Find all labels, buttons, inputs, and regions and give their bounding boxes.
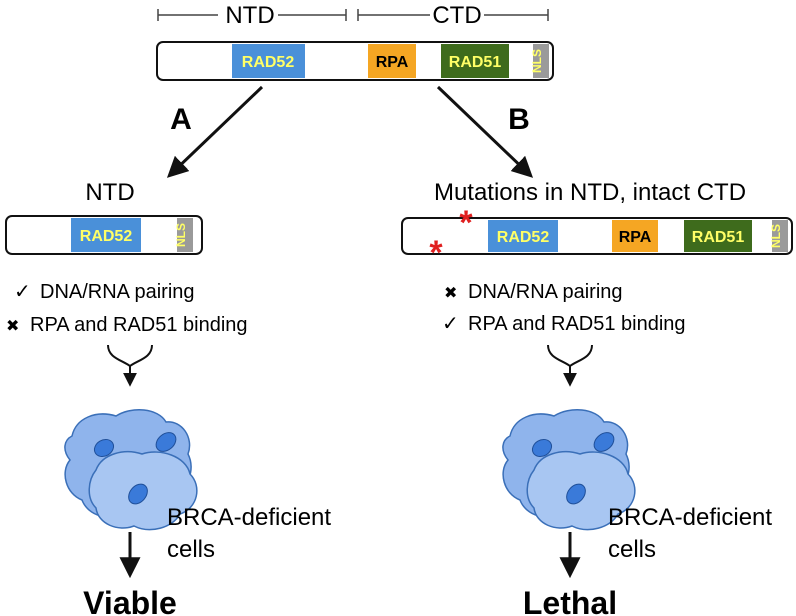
mutant-rad51-domain [684,220,752,252]
mutant-nls-domain [772,220,788,252]
mutant-rad52-domain [488,220,558,252]
left-cells-label-line1: BRCA-deficient [167,504,331,531]
ntd-rad52-label: RAD52 [80,228,133,245]
right-check-mark-2: ✓ [442,313,459,335]
ntd-ctd-ruler: NTD CTD [157,2,549,29]
ntd-header-label: NTD [225,2,274,29]
nls-domain [533,44,549,78]
rad51-domain-label: RAD51 [449,54,502,71]
mutant-rad52-label: RAD52 [497,229,550,246]
right-check-text-1: DNA/RNA pairing [468,281,623,303]
arrow-b [436,85,534,178]
nls-domain-label: NLS [530,49,544,73]
left-check-text-2: RPA and RAD51 binding [30,314,248,336]
left-cells-label-line2: cells [167,536,215,563]
left-outcome: Viable [83,585,177,616]
mutant-rad51-label: RAD51 [692,229,745,246]
left-checklist: ✓ DNA/RNA pairing ✖ RPA and RAD51 bindin… [6,281,248,336]
mutation-marker-2: * [429,234,443,272]
ntd-rad52-domain [71,218,141,252]
right-brace [547,344,593,367]
left-brace [107,344,153,367]
mutant-rpa-domain [612,220,658,252]
left-check-mark-1: ✓ [14,281,31,303]
right-title: Mutations in NTD, intact CTD [434,179,746,206]
rpa-domain-label: RPA [376,54,409,71]
rad52-domain [232,44,305,78]
arrow-a [166,85,264,178]
right-check-mark-1: ✖ [444,285,457,302]
right-cells-label-line1: BRCA-deficient [608,504,772,531]
left-title: NTD [85,179,134,206]
left-check-text-1: DNA/RNA pairing [40,281,195,303]
mutation-marker-1: * [459,204,473,242]
ntd-protein-bar: RAD52 NLS [5,215,203,255]
rad51-domain [441,44,509,78]
right-outcome: Lethal [523,585,617,616]
ntd-nls-label: NLS [174,223,188,247]
mutant-nls-label: NLS [769,224,783,248]
ctd-header-label: CTD [432,2,481,29]
right-cells-label-line2: cells [608,536,656,563]
right-checklist: ✖ DNA/RNA pairing ✓ RPA and RAD51 bindin… [442,281,686,335]
mutant-protein-bar: RAD52 RPA RAD51 NLS * * [401,204,793,272]
right-check-text-2: RPA and RAD51 binding [468,313,686,335]
rpa-domain [368,44,416,78]
full-protein-bar: RAD52 RPA RAD51 NLS [156,41,554,81]
left-check-mark-2: ✖ [6,318,19,335]
path-a-label: A [170,103,192,136]
path-b-label: B [508,103,530,136]
ntd-nls-domain [177,218,193,252]
rad52-domain-label: RAD52 [242,54,295,71]
mutant-rpa-label: RPA [619,229,652,246]
